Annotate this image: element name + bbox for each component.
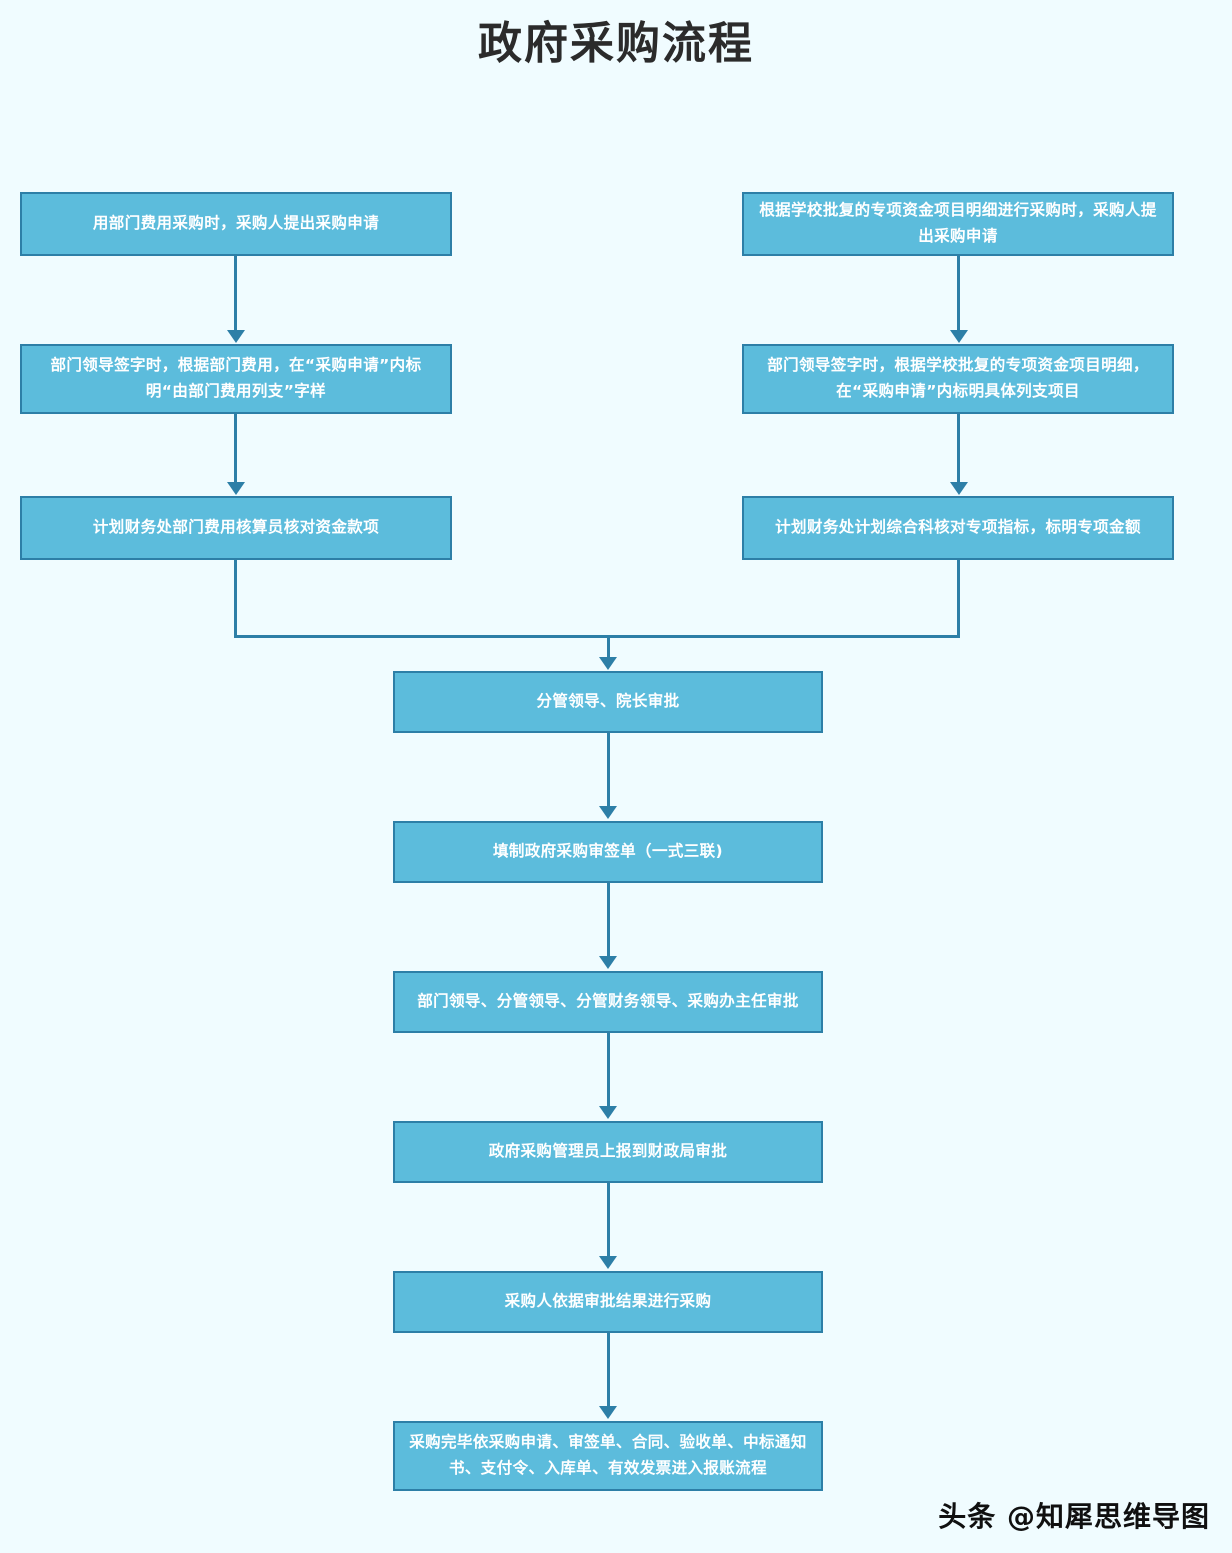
arrowhead-center-2-to-3 bbox=[599, 956, 617, 969]
connector-center-5-to-6 bbox=[607, 1333, 610, 1407]
flow-node-center-5[interactable]: 采购人依据审批结果进行采购 bbox=[393, 1271, 823, 1333]
flow-node-center-3[interactable]: 部门领导、分管领导、分管财务领导、采购办主任审批 bbox=[393, 971, 823, 1033]
connector-left-merge-vertical bbox=[234, 560, 237, 638]
flow-node-left-1[interactable]: 用部门费用采购时，采购人提出采购申请 bbox=[20, 192, 452, 256]
flow-node-right-2-label: 部门领导签字时，根据学校批复的专项资金项目明细，在“采购申请”内标明具体列支项目 bbox=[767, 356, 1149, 400]
connector-right-merge-horizontal bbox=[607, 635, 960, 638]
arrowhead-right-2-to-3 bbox=[950, 482, 968, 495]
connector-right-2-to-3 bbox=[957, 414, 960, 483]
flow-node-left-1-label: 用部门费用采购时，采购人提出采购申请 bbox=[92, 214, 380, 233]
flow-node-right-3-label: 计划财务处计划综合科核对专项指标，标明专项金额 bbox=[775, 518, 1141, 537]
connector-center-2-to-3 bbox=[607, 883, 610, 957]
arrowhead-right-1-to-2 bbox=[950, 330, 968, 343]
arrowhead-left-1-to-2 bbox=[227, 330, 245, 343]
flow-node-center-3-label: 部门领导、分管领导、分管财务领导、采购办主任审批 bbox=[417, 992, 799, 1011]
flow-node-center-1[interactable]: 分管领导、院长审批 bbox=[393, 671, 823, 733]
arrowhead-center-3-to-4 bbox=[599, 1106, 617, 1119]
connector-left-1-to-2 bbox=[234, 256, 237, 331]
flow-node-left-2-label: 部门领导签字时，根据部门费用，在“采购申请”内标明“由部门费用列支”字样 bbox=[50, 356, 422, 400]
connector-merge-to-center-1 bbox=[607, 635, 610, 659]
flow-node-right-1-label: 根据学校批复的专项资金项目明细进行采购时，采购人提出采购申请 bbox=[759, 201, 1157, 245]
connector-center-1-to-2 bbox=[607, 733, 610, 807]
flow-node-center-1-label: 分管领导、院长审批 bbox=[536, 692, 680, 711]
flow-node-right-3[interactable]: 计划财务处计划综合科核对专项指标，标明专项金额 bbox=[742, 496, 1174, 560]
flow-node-right-2[interactable]: 部门领导签字时，根据学校批复的专项资金项目明细，在“采购申请”内标明具体列支项目 bbox=[742, 344, 1174, 414]
flow-node-center-2[interactable]: 填制政府采购审签单（一式三联) bbox=[393, 821, 823, 883]
flow-node-center-5-label: 采购人依据审批结果进行采购 bbox=[504, 1292, 712, 1311]
arrowhead-merge-to-center-1 bbox=[599, 657, 617, 670]
connector-center-4-to-5 bbox=[607, 1183, 610, 1257]
connector-left-merge-horizontal bbox=[234, 635, 610, 638]
flow-node-center-2-label: 填制政府采购审签单（一式三联) bbox=[492, 842, 724, 861]
arrowhead-center-4-to-5 bbox=[599, 1256, 617, 1269]
connector-right-merge-vertical bbox=[957, 560, 960, 638]
page-title: 政府采购流程 bbox=[478, 18, 754, 69]
connector-right-1-to-2 bbox=[957, 256, 960, 331]
flow-node-left-3[interactable]: 计划财务处部门费用核算员核对资金款项 bbox=[20, 496, 452, 560]
flow-node-center-4[interactable]: 政府采购管理员上报到财政局审批 bbox=[393, 1121, 823, 1183]
connector-left-2-to-3 bbox=[234, 414, 237, 483]
flow-node-center-4-label: 政府采购管理员上报到财政局审批 bbox=[488, 1142, 728, 1161]
flow-node-left-3-label: 计划财务处部门费用核算员核对资金款项 bbox=[92, 518, 380, 537]
flow-node-left-2[interactable]: 部门领导签字时，根据部门费用，在“采购申请”内标明“由部门费用列支”字样 bbox=[20, 344, 452, 414]
arrowhead-center-1-to-2 bbox=[599, 806, 617, 819]
watermark: 头条 @知犀思维导图 bbox=[938, 1500, 1210, 1533]
arrowhead-left-2-to-3 bbox=[227, 482, 245, 495]
flow-node-center-6-label: 采购完毕依采购申请、审签单、合同、验收单、中标通知书、支付令、入库单、有效发票进… bbox=[409, 1433, 807, 1477]
arrowhead-center-5-to-6 bbox=[599, 1406, 617, 1419]
flow-node-right-1[interactable]: 根据学校批复的专项资金项目明细进行采购时，采购人提出采购申请 bbox=[742, 192, 1174, 256]
flow-node-center-6[interactable]: 采购完毕依采购申请、审签单、合同、验收单、中标通知书、支付令、入库单、有效发票进… bbox=[393, 1421, 823, 1491]
connector-center-3-to-4 bbox=[607, 1033, 610, 1107]
